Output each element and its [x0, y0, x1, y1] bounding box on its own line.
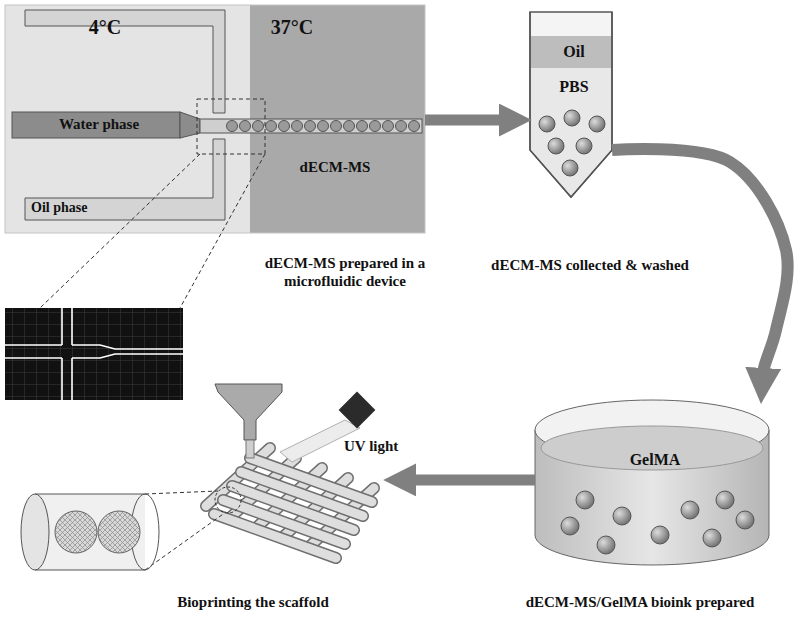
- channel-label: Oil: [531, 42, 617, 61]
- step-caption: dECM-MS: [270, 158, 400, 176]
- microsphere: [681, 501, 699, 519]
- zoom-line: [145, 491, 218, 494]
- microsphere: [736, 511, 754, 529]
- temperature-label: 4°C: [62, 15, 148, 39]
- channel-label: Water phase: [12, 115, 186, 133]
- oil-layer: Oil: [531, 36, 623, 68]
- droplet: [357, 121, 368, 132]
- collection-tube: dECM-MS collected & washedOilPBS: [530, 12, 612, 197]
- printed-rod: [214, 514, 336, 558]
- microsphere: [561, 517, 579, 535]
- zoom-box: [197, 99, 265, 154]
- temperature-label: 37°C: [252, 15, 332, 39]
- channel-label: Oil phase: [31, 200, 171, 217]
- microsphere: [576, 491, 594, 509]
- droplet: [344, 121, 355, 132]
- filament: [246, 440, 254, 458]
- water-phase-channel: Water phase: [12, 112, 192, 138]
- device-panel: dECM-MS prepared in a microfluidic devic…: [5, 5, 425, 233]
- microsphere: [539, 116, 555, 132]
- zoom-circle: [215, 487, 241, 513]
- droplet: [266, 121, 277, 132]
- step-caption: dECM-MS/GelMA bioink prepared: [490, 593, 790, 611]
- step-caption: Bioprinting the scaffold: [133, 593, 373, 611]
- droplet: [240, 121, 251, 132]
- microsphere: [548, 138, 564, 154]
- device-border: [5, 5, 425, 233]
- inset-channels: [5, 308, 183, 400]
- gelma-surface: [541, 426, 763, 470]
- microsphere: [589, 116, 605, 132]
- microsphere: [703, 529, 721, 547]
- printed-scaffold: Bioprinting the scaffold: [205, 440, 385, 560]
- microsphere: [597, 536, 615, 554]
- microspheres: [561, 491, 754, 554]
- inset-ground: [5, 308, 183, 400]
- droplet: [383, 121, 394, 132]
- droplet-channel: dECM-MS: [252, 118, 420, 134]
- embedded-microsphere: [55, 511, 97, 553]
- rod-outline: [214, 514, 336, 558]
- droplet: [227, 121, 238, 132]
- microsphere: [576, 138, 592, 154]
- microsphere: [716, 491, 734, 509]
- droplet: [370, 121, 381, 132]
- zoom-line: [40, 154, 200, 308]
- zoom-line: [180, 154, 265, 308]
- step-caption: dECM-MS prepared in a microfluidic devic…: [250, 254, 440, 290]
- filament-end: [21, 494, 49, 570]
- oil-channel-top: [25, 10, 225, 113]
- zoom-line: [145, 512, 226, 570]
- inset-grid: [5, 308, 183, 400]
- microsphere: [564, 110, 580, 126]
- channel-label: GelMA: [597, 450, 713, 469]
- tube-outline: [530, 12, 612, 197]
- droplet: [396, 121, 407, 132]
- filament-body: [35, 494, 145, 570]
- droplet: [331, 121, 342, 132]
- bioprinter: [206, 384, 375, 558]
- step-caption: dECM-MS collected & washed: [490, 256, 690, 274]
- droplet: [318, 121, 329, 132]
- tube: [530, 12, 612, 197]
- light-source-label: UV light: [344, 437, 414, 455]
- filament-zoom: [21, 487, 241, 570]
- microsphere: [562, 160, 578, 176]
- gelma-layer: GelMA: [597, 446, 719, 474]
- scaffold-lattice: [206, 448, 374, 558]
- droplet: [305, 121, 316, 132]
- microsphere: [651, 526, 669, 544]
- dish: [535, 400, 769, 565]
- process-arrow: [405, 474, 535, 485]
- embedded-microsphere: [98, 511, 140, 553]
- droplet: [292, 121, 303, 132]
- temperature-zone: 4°C Water phaseOil phase: [5, 5, 250, 233]
- tube-body: [530, 12, 612, 197]
- droplet: [253, 121, 264, 132]
- chip-inset: [5, 308, 183, 400]
- microspheres: [539, 110, 605, 176]
- microsphere: [613, 507, 631, 525]
- uv-lamp: [339, 392, 376, 429]
- droplets: [227, 121, 420, 132]
- droplet: [279, 121, 290, 132]
- pbs-layer: PBS: [531, 68, 623, 112]
- droplet: [409, 121, 420, 132]
- oil-channel-bottom: [25, 139, 225, 220]
- filament-edge: [35, 494, 145, 570]
- process-arrow: [425, 114, 510, 125]
- channel-label: PBS: [531, 77, 617, 96]
- print-nozzle: [215, 384, 282, 440]
- oil-phase-channel: Oil phase: [25, 198, 213, 220]
- temperature-zone: 37°C dECM-MS: [250, 5, 425, 233]
- main-channel: [200, 119, 422, 133]
- bioink-dish: dECM-MS/GelMA bioink preparedGelMA: [535, 400, 770, 570]
